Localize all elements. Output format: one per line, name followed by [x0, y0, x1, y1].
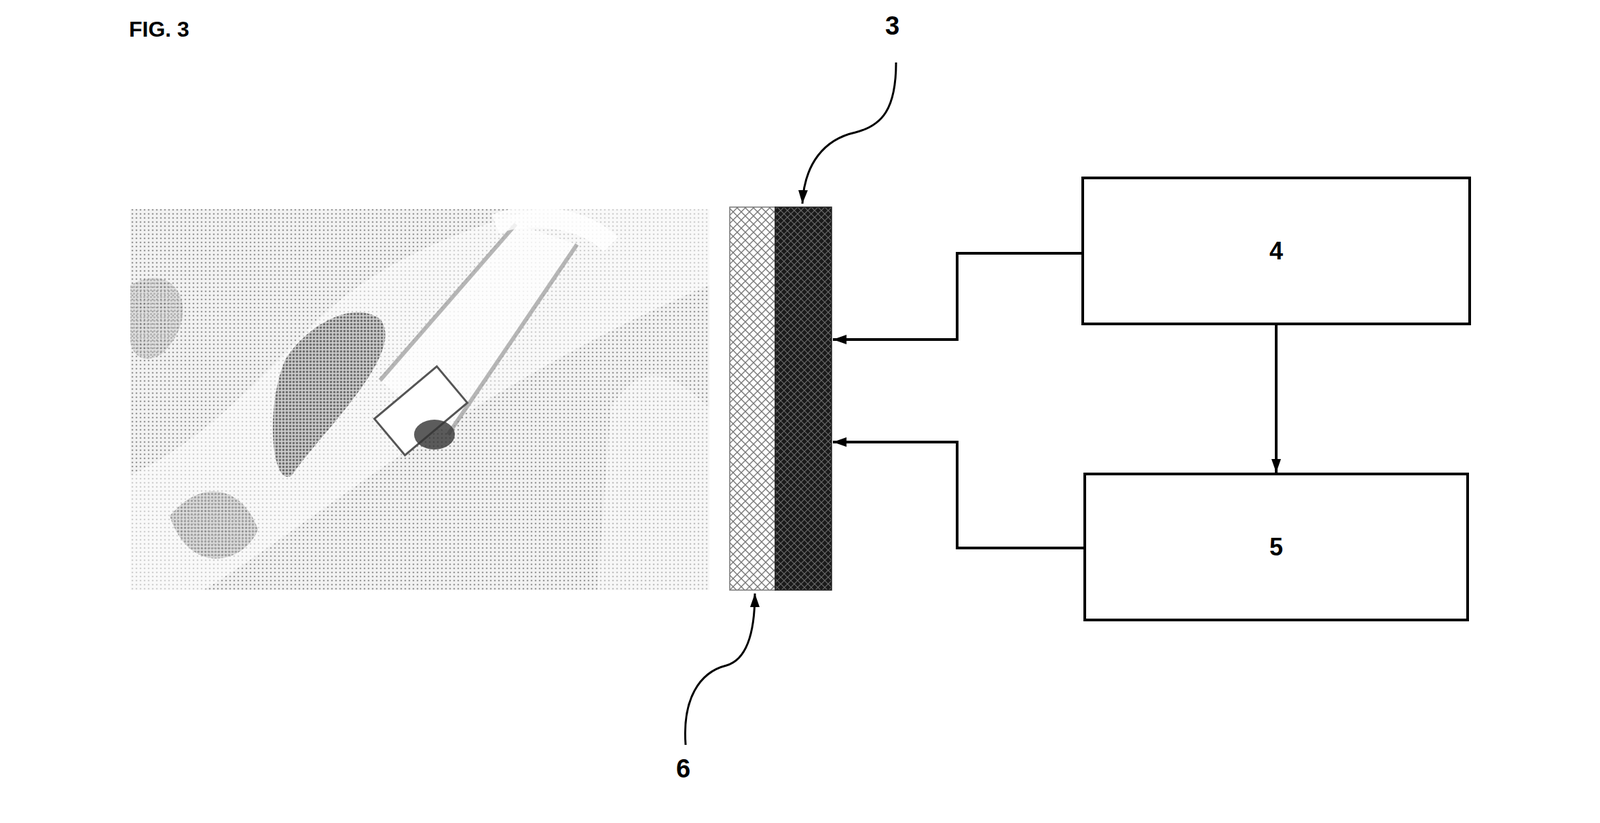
box-label: 5: [1269, 533, 1283, 561]
box-label: 4: [1269, 237, 1283, 265]
signal-wire: [832, 441, 1084, 548]
callout-number: 6: [676, 754, 691, 784]
callout-number: 3: [885, 12, 900, 41]
dark-layer: [775, 207, 832, 590]
figure-title: FIG. 3: [128, 17, 190, 42]
process-box: 5: [1083, 472, 1469, 622]
process-box: 4: [1081, 176, 1472, 326]
signal-wire: [832, 253, 1082, 340]
light-layer: [729, 207, 776, 590]
signal-arrow: [1274, 325, 1278, 473]
leader-line: [684, 593, 755, 745]
photo-illustration: [130, 209, 710, 590]
leader-line: [802, 62, 897, 204]
